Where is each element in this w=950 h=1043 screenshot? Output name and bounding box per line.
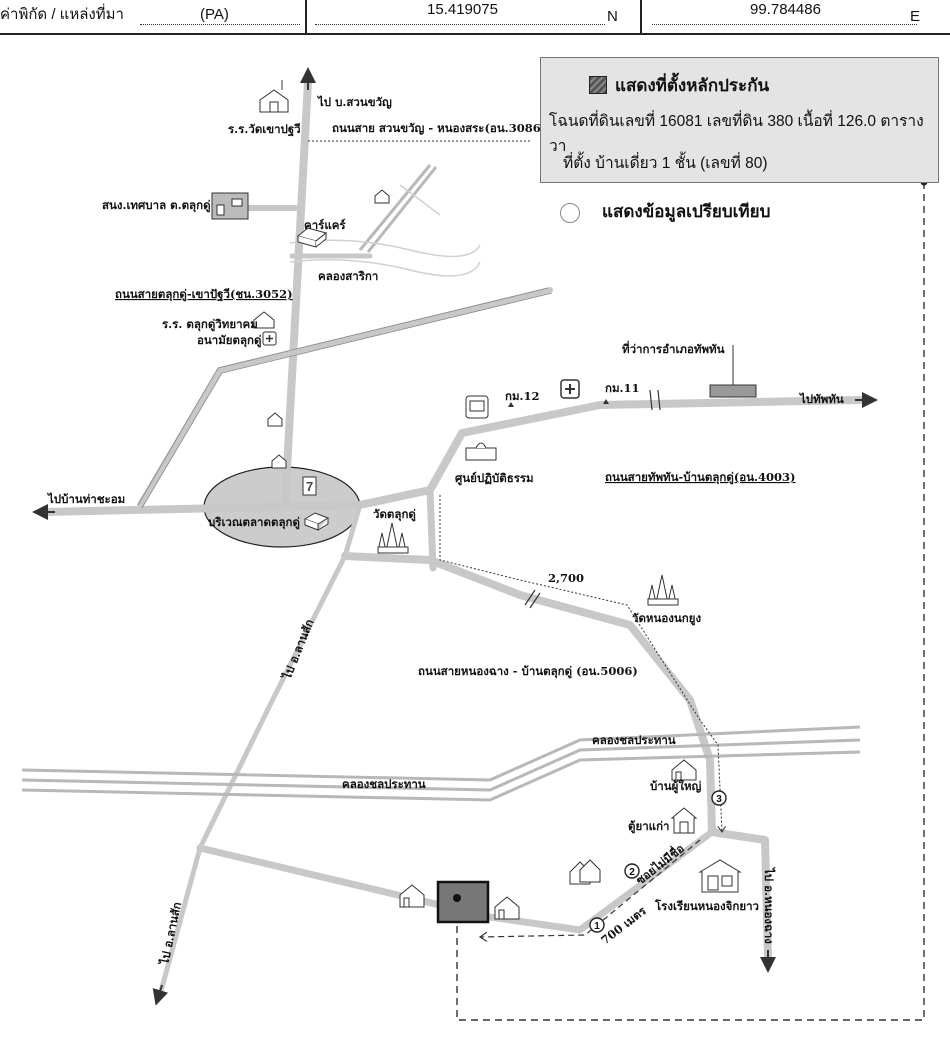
collateral-plot[interactable]: [436, 880, 490, 924]
label-irrigation-canal-right: คลองชลประทาน: [592, 733, 676, 747]
label-car-care: คาร์แคร์: [304, 218, 346, 232]
house-icon: [267, 412, 283, 427]
label-to-lan-sak-upper: ไป อ.ลานสัก: [279, 617, 316, 683]
label-road-3086: ถนนสาย สวนขวัญ - หนองสระ(อน.3086): [332, 121, 546, 135]
school-icon: [698, 859, 742, 893]
latitude-suffix: N: [607, 8, 618, 25]
collateral-swatch-icon: [589, 76, 607, 94]
latitude-cell: 15.419075 N: [307, 0, 640, 33]
house-icon: [399, 884, 425, 908]
cabinet-house-icon: [670, 807, 698, 834]
comparison-legend: แสดงข้อมูลเปรียบเทียบ: [560, 198, 770, 225]
label-school-nong-chik-yao: โรงเรียนหนองจิกยาว: [654, 898, 759, 913]
route-dotted: [308, 140, 722, 832]
legend-location-line: ที่ตั้ง บ้านเดี่ยว 1 ชั้น (เลขที่ 80): [563, 155, 768, 172]
label-irrigation-canal-left: คลองชลประทาน: [342, 777, 426, 791]
seven-eleven-logo: 7: [306, 479, 313, 494]
step-3-number: 3: [716, 794, 722, 805]
wat-taluk-du-icon: [377, 522, 409, 554]
km-post-icons: [508, 399, 609, 407]
coordinate-source-cell: ค่าพิกัด / แหล่งที่มา (PA): [0, 0, 305, 33]
label-distance-2700: 2,700: [548, 571, 584, 585]
label-km11: กม.11: [605, 381, 640, 395]
label-wat-taluk-du: วัดตลุกดู่: [373, 507, 416, 522]
legend-connector: [456, 182, 925, 1021]
health-station-icon: [262, 331, 277, 346]
road-north: [281, 78, 312, 509]
latitude-value: 15.419075: [427, 1, 498, 18]
school-khao-pathawi-icon: [259, 80, 289, 113]
headman-house-icon: [671, 759, 697, 781]
house-icon: [494, 896, 520, 920]
district-office-icon: [709, 345, 757, 398]
canals: [21, 164, 861, 802]
arrow-southwest-icon: [152, 984, 168, 1006]
km-post-icon: [603, 399, 609, 404]
label-km12: กม.12: [505, 389, 540, 403]
label-old-medicine-cabinet: ตู้ยาแก่า: [628, 819, 670, 834]
comparison-circle-icon: [560, 202, 580, 223]
label-unnamed-soi: ซอยไม่มีชื่อ: [632, 840, 687, 888]
label-health-station: อนามัยตลุกดู่: [197, 333, 262, 348]
step-2-marker: [624, 863, 640, 879]
label-road-5006: ถนนสายหนองฉาง - บ้านตลุกดู่ (อน.5006): [418, 664, 638, 679]
municipal-office-icon: [211, 192, 249, 220]
label-market-area: บริเวณตลาดตลุกดู่: [208, 515, 300, 530]
label-to-lan-sak-lower: ไป อ.ลานสัก: [157, 901, 184, 968]
coordinate-source: (PA): [200, 6, 229, 23]
km-post-icon: [508, 402, 514, 407]
road-lan-sak: [157, 502, 363, 998]
label-municipal-office: สนง.เทศบาล ต.ตลุกดู่: [102, 198, 211, 213]
comparison-label: แสดงข้อมูลเปรียบเทียบ: [602, 202, 771, 221]
coordinate-header: ค่าพิกัด / แหล่งที่มา (PA) 15.419075 N 9…: [0, 0, 950, 35]
step-1-marker: [589, 917, 605, 933]
roads: [41, 78, 864, 998]
label-practice-center: ศูนย์ปฏิบัติธรรม: [455, 471, 534, 486]
label-wat-nong-nok-yung: วัดหนองนกยูง: [632, 611, 701, 626]
label-school-taluk-du: ร.ร. ตลุกดู่วิทยาคม: [162, 317, 258, 332]
label-district-office: ที่ว่าการอำเภอทัพทัน: [622, 340, 725, 356]
label-canal-sarika: คลองสาริกา: [318, 269, 378, 283]
house-icons: [211, 80, 757, 920]
label-road-4003: ถนนสายทัพทัน-บ้านตลุกดู่(อน.4003): [605, 470, 796, 485]
car-care-icon: [296, 227, 328, 248]
house-icon: [374, 189, 390, 204]
road-3052: [137, 287, 553, 508]
legend-collateral-label: แสดงที่ตั้งหลักประกัน: [615, 76, 770, 95]
police-icon: [465, 395, 489, 419]
village-icon: [569, 859, 601, 885]
label-headman-house: บ้านผู้ใหญ่: [650, 779, 702, 794]
step-2-number: 2: [629, 867, 635, 878]
legend-box: แสดงที่ตั้งหลักประกัน โฉนดที่ดินเลขที่ 1…: [540, 57, 939, 183]
hospital-icon: [560, 379, 580, 399]
road-west-east: [41, 396, 864, 516]
wat-nong-nok-yung-icon: [647, 574, 679, 606]
longitude-suffix: E: [910, 8, 921, 25]
label-to-thap-than: ไปทัพทัน: [798, 392, 844, 406]
road-to-collateral: [196, 828, 716, 934]
school-taluk-du-icon: [253, 311, 275, 329]
label-to-nong-chang: ไป อ.หนองฉาง: [762, 866, 776, 944]
label-to-suan-khwan: ไป บ.สวนขวัญ: [316, 95, 392, 109]
coordinate-label: ค่าพิกัด / แหล่งที่มา: [0, 6, 124, 23]
legend-deed-line: โฉนดที่ดินเลขที่ 16081 เลขที่ดิน 380 เนื…: [549, 113, 924, 155]
label-road-3052: ถนนสายตลุกดู่-เขาปัฐวี(ชน.3052): [115, 287, 293, 302]
step-1-number: 1: [594, 921, 600, 932]
step-3-marker: [711, 790, 727, 806]
practice-center-icon: [465, 442, 497, 461]
label-to-tha-chaom: ไปบ้านท่าชะอม: [46, 492, 125, 506]
longitude-value: 99.784486: [750, 1, 821, 18]
market-building-icon: [303, 512, 330, 531]
road-5006: [341, 552, 772, 964]
house-icon: [271, 454, 287, 469]
seven-eleven-icon: [302, 476, 317, 496]
label-school-khao-pathawi: ร.ร.วัดเขาปฐวี: [228, 122, 301, 137]
longitude-cell: 99.784486 E: [642, 0, 950, 33]
